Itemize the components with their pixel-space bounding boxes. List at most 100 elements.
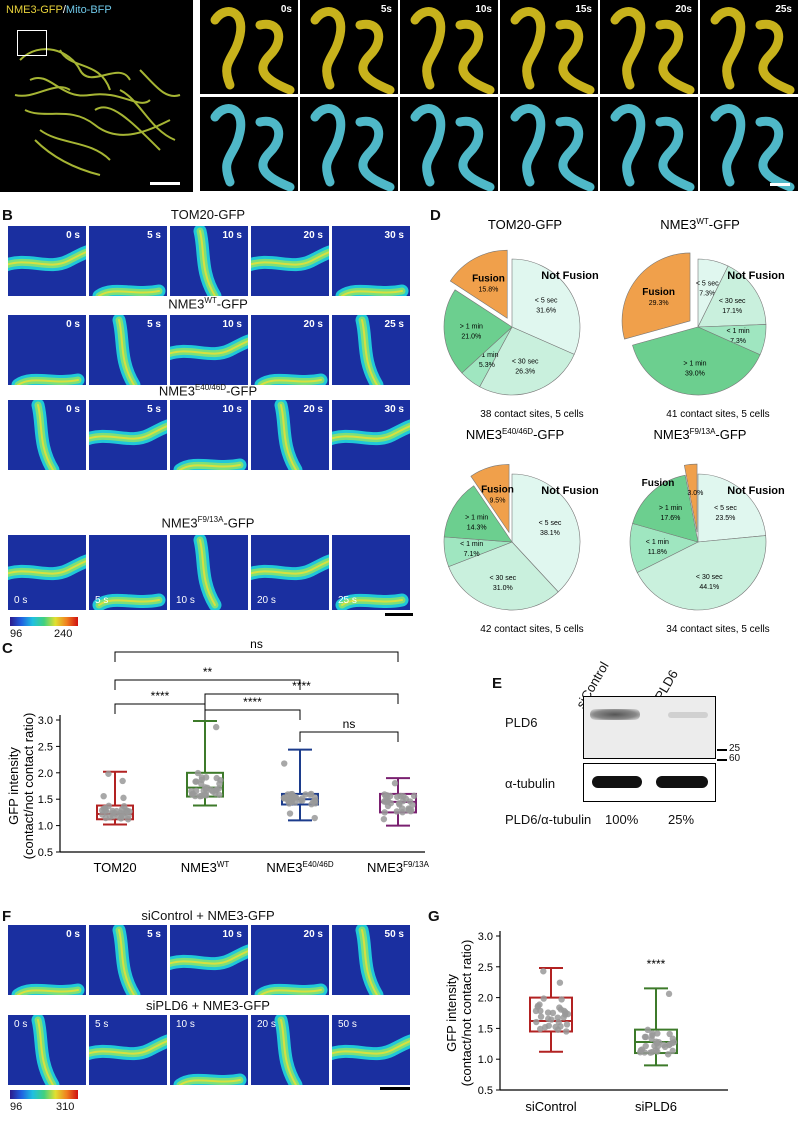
data-point <box>552 1023 559 1031</box>
time-label-b: 10 s <box>222 319 242 330</box>
data-point <box>188 787 195 795</box>
heatmap-frame: 0 s <box>8 226 86 296</box>
heatmap-frame: 20 s <box>251 925 329 995</box>
pie-slice-30sec <box>697 265 767 328</box>
data-point <box>381 809 388 816</box>
time-label-b: 20 s <box>303 230 323 241</box>
data-point <box>647 1049 654 1056</box>
heatmap-frame: 30 s <box>332 400 410 470</box>
data-point <box>544 1009 552 1016</box>
pie-slice-Fusion <box>683 463 698 533</box>
slice-value: 15.8% <box>479 287 499 294</box>
slice-label: > 1 min <box>465 515 488 522</box>
sig-bracket-wt-e4046d: **** <box>204 695 301 720</box>
colorscale-bar-f <box>10 1090 78 1099</box>
marker-25: 25 <box>729 743 741 754</box>
slice-value: 7.3% <box>699 290 715 297</box>
colorscale-bar-b <box>10 617 78 626</box>
data-point <box>537 1025 544 1033</box>
time-label-b: 10 s <box>222 404 242 415</box>
data-point <box>197 780 205 787</box>
sig-label: **** <box>292 679 311 693</box>
data-point <box>654 1030 661 1037</box>
slice-value: 21.0% <box>461 333 481 340</box>
slice-value: 14.3% <box>467 525 487 532</box>
time-label-f: 10 s <box>222 929 242 940</box>
time-label-f: 0 s <box>14 1019 28 1030</box>
data-point <box>284 797 292 804</box>
slice-label: Fusion <box>642 287 675 298</box>
y-label-line-1: GFP intensity <box>6 747 21 825</box>
pie-slice-1min <box>443 485 513 543</box>
data-point <box>216 791 223 798</box>
mito-bfp-frame <box>700 97 798 191</box>
data-point <box>290 794 298 801</box>
box-TOM20 <box>96 770 134 826</box>
heatmap-frame: 0 s <box>8 1015 86 1085</box>
band-pld6-sipld6 <box>668 712 708 718</box>
data-point <box>119 777 126 785</box>
data-point <box>549 1009 557 1017</box>
panel-label-g: G <box>428 908 440 925</box>
pie-slice-1min <box>443 289 513 374</box>
heatmap-frame: 5 s <box>89 1015 167 1085</box>
heatmap-frame: 25 s <box>332 315 410 385</box>
sig-label: **** <box>243 695 262 709</box>
sig-bracket-e4046d-f913a: ns <box>299 717 399 742</box>
colorscale-min-f: 96 <box>10 1101 23 1113</box>
data-point <box>636 1049 644 1056</box>
blot-row-label-pld6: PLD6 <box>505 715 538 730</box>
x-tick-label: NME3WT <box>181 860 230 875</box>
heatmap-frame: 10 s <box>170 400 248 470</box>
time-label-gfp: 25s <box>775 4 792 15</box>
panel-a-overview-image: NME3-GFP/Mito-BFP <box>0 0 193 192</box>
data-point <box>281 760 288 767</box>
mito-gfp-frame: 10s <box>400 0 498 94</box>
y-label-g: GFP intensity(contact/not contact ratio) <box>444 940 474 1087</box>
blot-tubulin <box>583 763 716 802</box>
sig-label: **** <box>647 957 666 971</box>
sig-label: ns <box>250 640 263 651</box>
slice-label: > 1 min <box>460 323 483 330</box>
heatmap-frame: 5 s <box>89 925 167 995</box>
slice-label: < 1 min <box>726 328 749 335</box>
x-tick-label: TOM20 <box>93 860 136 875</box>
pie-slice-1min <box>632 326 761 396</box>
slice-value: 9.5% <box>489 498 505 505</box>
time-label-b: 25 s <box>384 319 404 330</box>
data-point <box>100 792 107 800</box>
pie-title: NME3F9/13A-GFP <box>654 427 747 442</box>
y-tick-label: 3.0 <box>478 931 493 943</box>
y-tick-label: 2.0 <box>38 768 53 780</box>
data-point <box>537 1013 545 1020</box>
heatmap-frame: 0 s <box>8 400 86 470</box>
data-point <box>213 774 220 782</box>
heatmap-frame: 30 s <box>332 226 410 296</box>
data-point <box>548 1016 555 1023</box>
data-point <box>665 990 673 998</box>
not-fusion-label: Not Fusion <box>541 270 599 282</box>
slice-value: 23.5% <box>716 515 736 522</box>
time-label-f: 5 s <box>95 1019 109 1030</box>
heatmap-frame: 50 s <box>332 1015 410 1085</box>
pie-slice-30sec <box>448 541 559 611</box>
pie-title: TOM20-GFP <box>488 217 562 232</box>
heatmap-frame: 5 s <box>89 400 167 470</box>
slice-value: 26.3% <box>515 369 535 376</box>
slice-value: 17.6% <box>661 515 681 522</box>
time-label-f: 20 s <box>257 1019 276 1030</box>
data-point <box>408 806 415 814</box>
data-point <box>311 814 318 822</box>
pie-slice-30sec <box>479 326 575 396</box>
time-label-b: 5 s <box>95 595 109 606</box>
y-tick-label: 0.5 <box>478 1085 493 1097</box>
data-point <box>644 1026 651 1034</box>
y-tick-label: 0.5 <box>38 847 53 859</box>
data-point <box>666 1030 673 1038</box>
data-point <box>302 791 309 798</box>
slice-label: < 30 sec <box>719 298 746 305</box>
